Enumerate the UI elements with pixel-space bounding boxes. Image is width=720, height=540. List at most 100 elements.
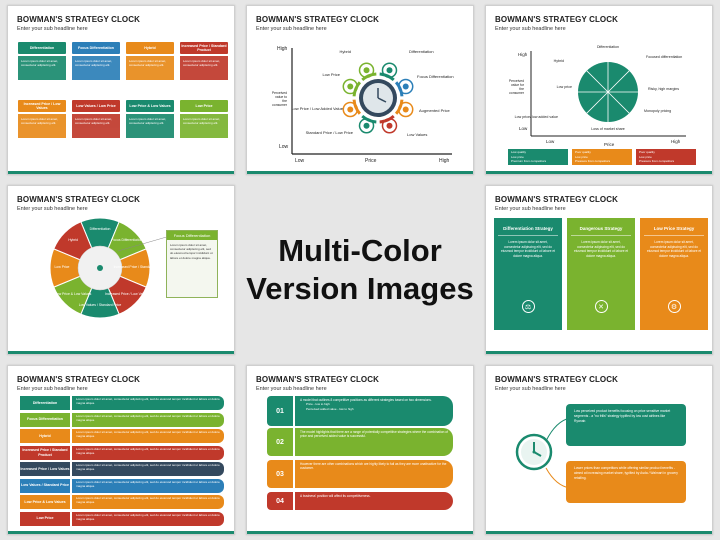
- top-banner-text: Low perceived product benefits focusing …: [574, 409, 671, 423]
- slide-thumbnail-4[interactable]: BOWMAN'S STRATEGY CLOCK Enter your sub h…: [7, 185, 235, 355]
- segment-label: Low Price: [322, 72, 340, 77]
- slide-subtitle: Enter your sub headline here: [495, 206, 566, 212]
- strategy-card-title: Differentiation: [18, 42, 66, 54]
- slide-subtitle: Enter your sub headline here: [17, 386, 88, 392]
- strategy-card-title: Increased Price / Low Values: [18, 100, 66, 112]
- slide-title: BOWMAN'S STRATEGY CLOCK: [17, 15, 141, 24]
- strategy-row-text: Lorem ipsum dolor sit amet, consectetur …: [72, 478, 224, 493]
- point-bullet: Perceived added value - low to high: [306, 406, 354, 411]
- strategy-row-label: Low Price: [20, 511, 70, 526]
- strategy-card-title: Low Price: [180, 100, 228, 112]
- slide-thumbnail-6[interactable]: BOWMAN'S STRATEGY CLOCK Enter your sub h…: [7, 365, 235, 535]
- strategy-card-title: Increased Price / Standard Product: [180, 42, 228, 54]
- slide-thumbnail-7[interactable]: BOWMAN'S STRATEGY CLOCK Enter your sub h…: [246, 365, 474, 535]
- strategy-row-text: Lorem ipsum dolor sit amet, consectetur …: [72, 396, 224, 410]
- strategy-clock-circle-diagram: High Low Low High Price DifferentiationF…: [509, 45, 686, 147]
- strategy-card-title: Focus Differentiation: [72, 42, 120, 54]
- legend-item: Pressure from competitors: [575, 159, 611, 163]
- segment-label: Hybrid: [339, 49, 351, 54]
- strategy-row-text: Lorem ipsum dolor sit amet, consectetur …: [72, 511, 224, 526]
- pie-slice-label: Hybrid: [68, 238, 78, 242]
- segment-icon-dot: [347, 83, 354, 90]
- strategy-column-icon: ⚙: [667, 300, 681, 313]
- pie-slice-label: Low Price: [55, 265, 70, 269]
- strategy-card-text: Lorem ipsum dolor sit amet, consectetur …: [126, 114, 174, 138]
- slide-thumbnail-5[interactable]: BOWMAN'S STRATEGY CLOCK Enter your sub h…: [485, 185, 713, 355]
- strategy-column-title: Differentiation Strategy: [498, 222, 558, 236]
- slide-thumbnail-1[interactable]: BOWMAN'S STRATEGY CLOCK Enter your sub h…: [7, 5, 235, 175]
- slide-subtitle: Enter your sub headline here: [256, 26, 327, 32]
- strategy-column-title: Dangerous Strategy: [571, 222, 631, 236]
- legend-item: Poor quality: [575, 150, 591, 154]
- slide-thumbnail-2[interactable]: BOWMAN'S STRATEGY CLOCK Enter your sub h…: [246, 5, 474, 175]
- slide-title: BOWMAN'S STRATEGY CLOCK: [17, 195, 141, 204]
- callout-box: Focus Differentiation Lorem ipsum dolor …: [166, 230, 218, 298]
- strategy-card-title: Low Price & Low Values: [126, 100, 174, 112]
- center-caption: Multi-Color Version Images: [243, 185, 477, 355]
- ring-arc: [379, 72, 395, 82]
- ring-arc: [361, 114, 377, 124]
- slide-subtitle: Enter your sub headline here: [17, 26, 88, 32]
- point-bullet: Price - low to high: [306, 402, 330, 407]
- slide-footer-bar: [486, 351, 712, 354]
- segment-icon-dot: [363, 122, 370, 129]
- legend-item: Pressure from competitors: [639, 159, 675, 163]
- point-text: A business' position will affect its com…: [300, 494, 371, 498]
- legend-item: Low price: [575, 154, 588, 159]
- pie-slice-label: Low Price & Low Values: [55, 292, 92, 296]
- slide-title: BOWMAN'S STRATEGY CLOCK: [495, 195, 619, 204]
- y-axis-high: High: [518, 52, 528, 57]
- strategy-column-icon: ✕: [594, 300, 608, 313]
- slide-title: BOWMAN'S STRATEGY CLOCK: [17, 375, 141, 384]
- strategy-card-text: Lorem ipsum dolor sit amet, consectetur …: [18, 114, 66, 138]
- point-body: A business' position will affect its com…: [295, 492, 453, 510]
- slide-thumbnail-3[interactable]: BOWMAN'S STRATEGY CLOCK Enter your sub h…: [485, 5, 713, 175]
- strategy-row-text: Lorem ipsum dolor sit amet, consectetur …: [72, 412, 224, 427]
- strategy-card-text: Lorem ipsum dolor sit amet, consectetur …: [18, 56, 66, 80]
- slide-thumbnail-8[interactable]: BOWMAN'S STRATEGY CLOCK Enter your sub h…: [485, 365, 713, 535]
- x-axis-high: High: [671, 139, 681, 144]
- callout-text: Lorem ipsum dolor sit amet, consectetur …: [170, 243, 213, 260]
- ring-arc: [352, 81, 362, 97]
- slide-title: BOWMAN'S STRATEGY CLOCK: [256, 15, 380, 24]
- ring-arc: [379, 114, 395, 124]
- clock-position-label: Monopoly pricing: [644, 109, 671, 113]
- y-axis-high: High: [277, 46, 288, 52]
- x-axis-high-left: Low: [295, 158, 305, 164]
- clock-position-label: Hybrid: [554, 59, 564, 63]
- segment-label: Low Price / Low Added Value: [291, 106, 344, 111]
- slide-subtitle: Enter your sub headline here: [495, 26, 566, 32]
- clock-spoke: [607, 70, 630, 93]
- legend-item: Premium from competitors: [511, 159, 547, 163]
- pie-slice-label: Focus Differentiation: [111, 238, 142, 242]
- slide-footer-bar: [247, 531, 473, 534]
- connector-lines: [545, 417, 571, 489]
- caption-line-1: Multi-Color: [278, 233, 442, 268]
- segment-icon-dot: [386, 67, 393, 74]
- x-axis-label: Price: [604, 142, 615, 147]
- strategy-row-text: Lorem ipsum dolor sit amet, consectetur …: [72, 462, 224, 476]
- segment-label: Low Values: [407, 132, 427, 137]
- clock-spoke: [586, 70, 609, 93]
- clock-position-label: Focused differentiation: [646, 55, 682, 59]
- strategy-card-text: Lorem ipsum dolor sit amet, consectetur …: [180, 114, 228, 138]
- strategy-card-title: Low Values / Low Price: [72, 100, 120, 112]
- clock-spoke: [607, 91, 630, 114]
- clock-position-label: Low price/ low added value: [515, 115, 558, 119]
- caption-line-2: Version Images: [246, 271, 474, 306]
